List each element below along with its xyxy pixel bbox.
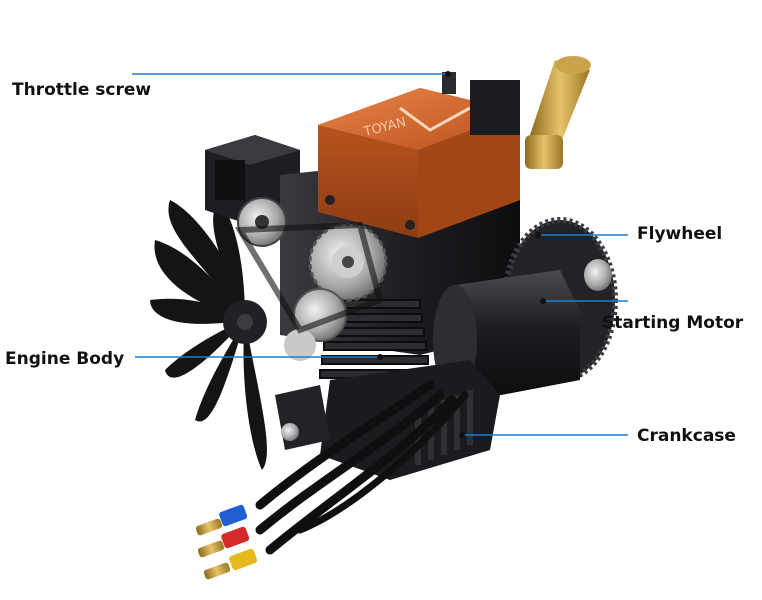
callout-engine-body: Engine Body: [5, 349, 125, 369]
leader-crankcase: [459, 432, 628, 438]
timing-gears: [234, 197, 388, 361]
leader-throttle: [132, 71, 451, 77]
power-wires: [255, 380, 469, 555]
carburetor: [442, 56, 591, 169]
callout-starting-motor: Starting Motor: [602, 313, 744, 333]
leader-starting-motor: [540, 298, 628, 304]
callout-flywheel: Flywheel: [637, 224, 723, 244]
propeller-fan: [150, 200, 267, 470]
leader-engine-body: [135, 354, 383, 360]
callout-throttle-screw: Throttle screw: [12, 80, 152, 100]
leader-flywheel: [535, 232, 628, 238]
callout-crankcase: Crankcase: [637, 426, 736, 446]
wire-connectors: [195, 504, 258, 580]
orange-valve-cover: TOYAN: [318, 88, 520, 238]
